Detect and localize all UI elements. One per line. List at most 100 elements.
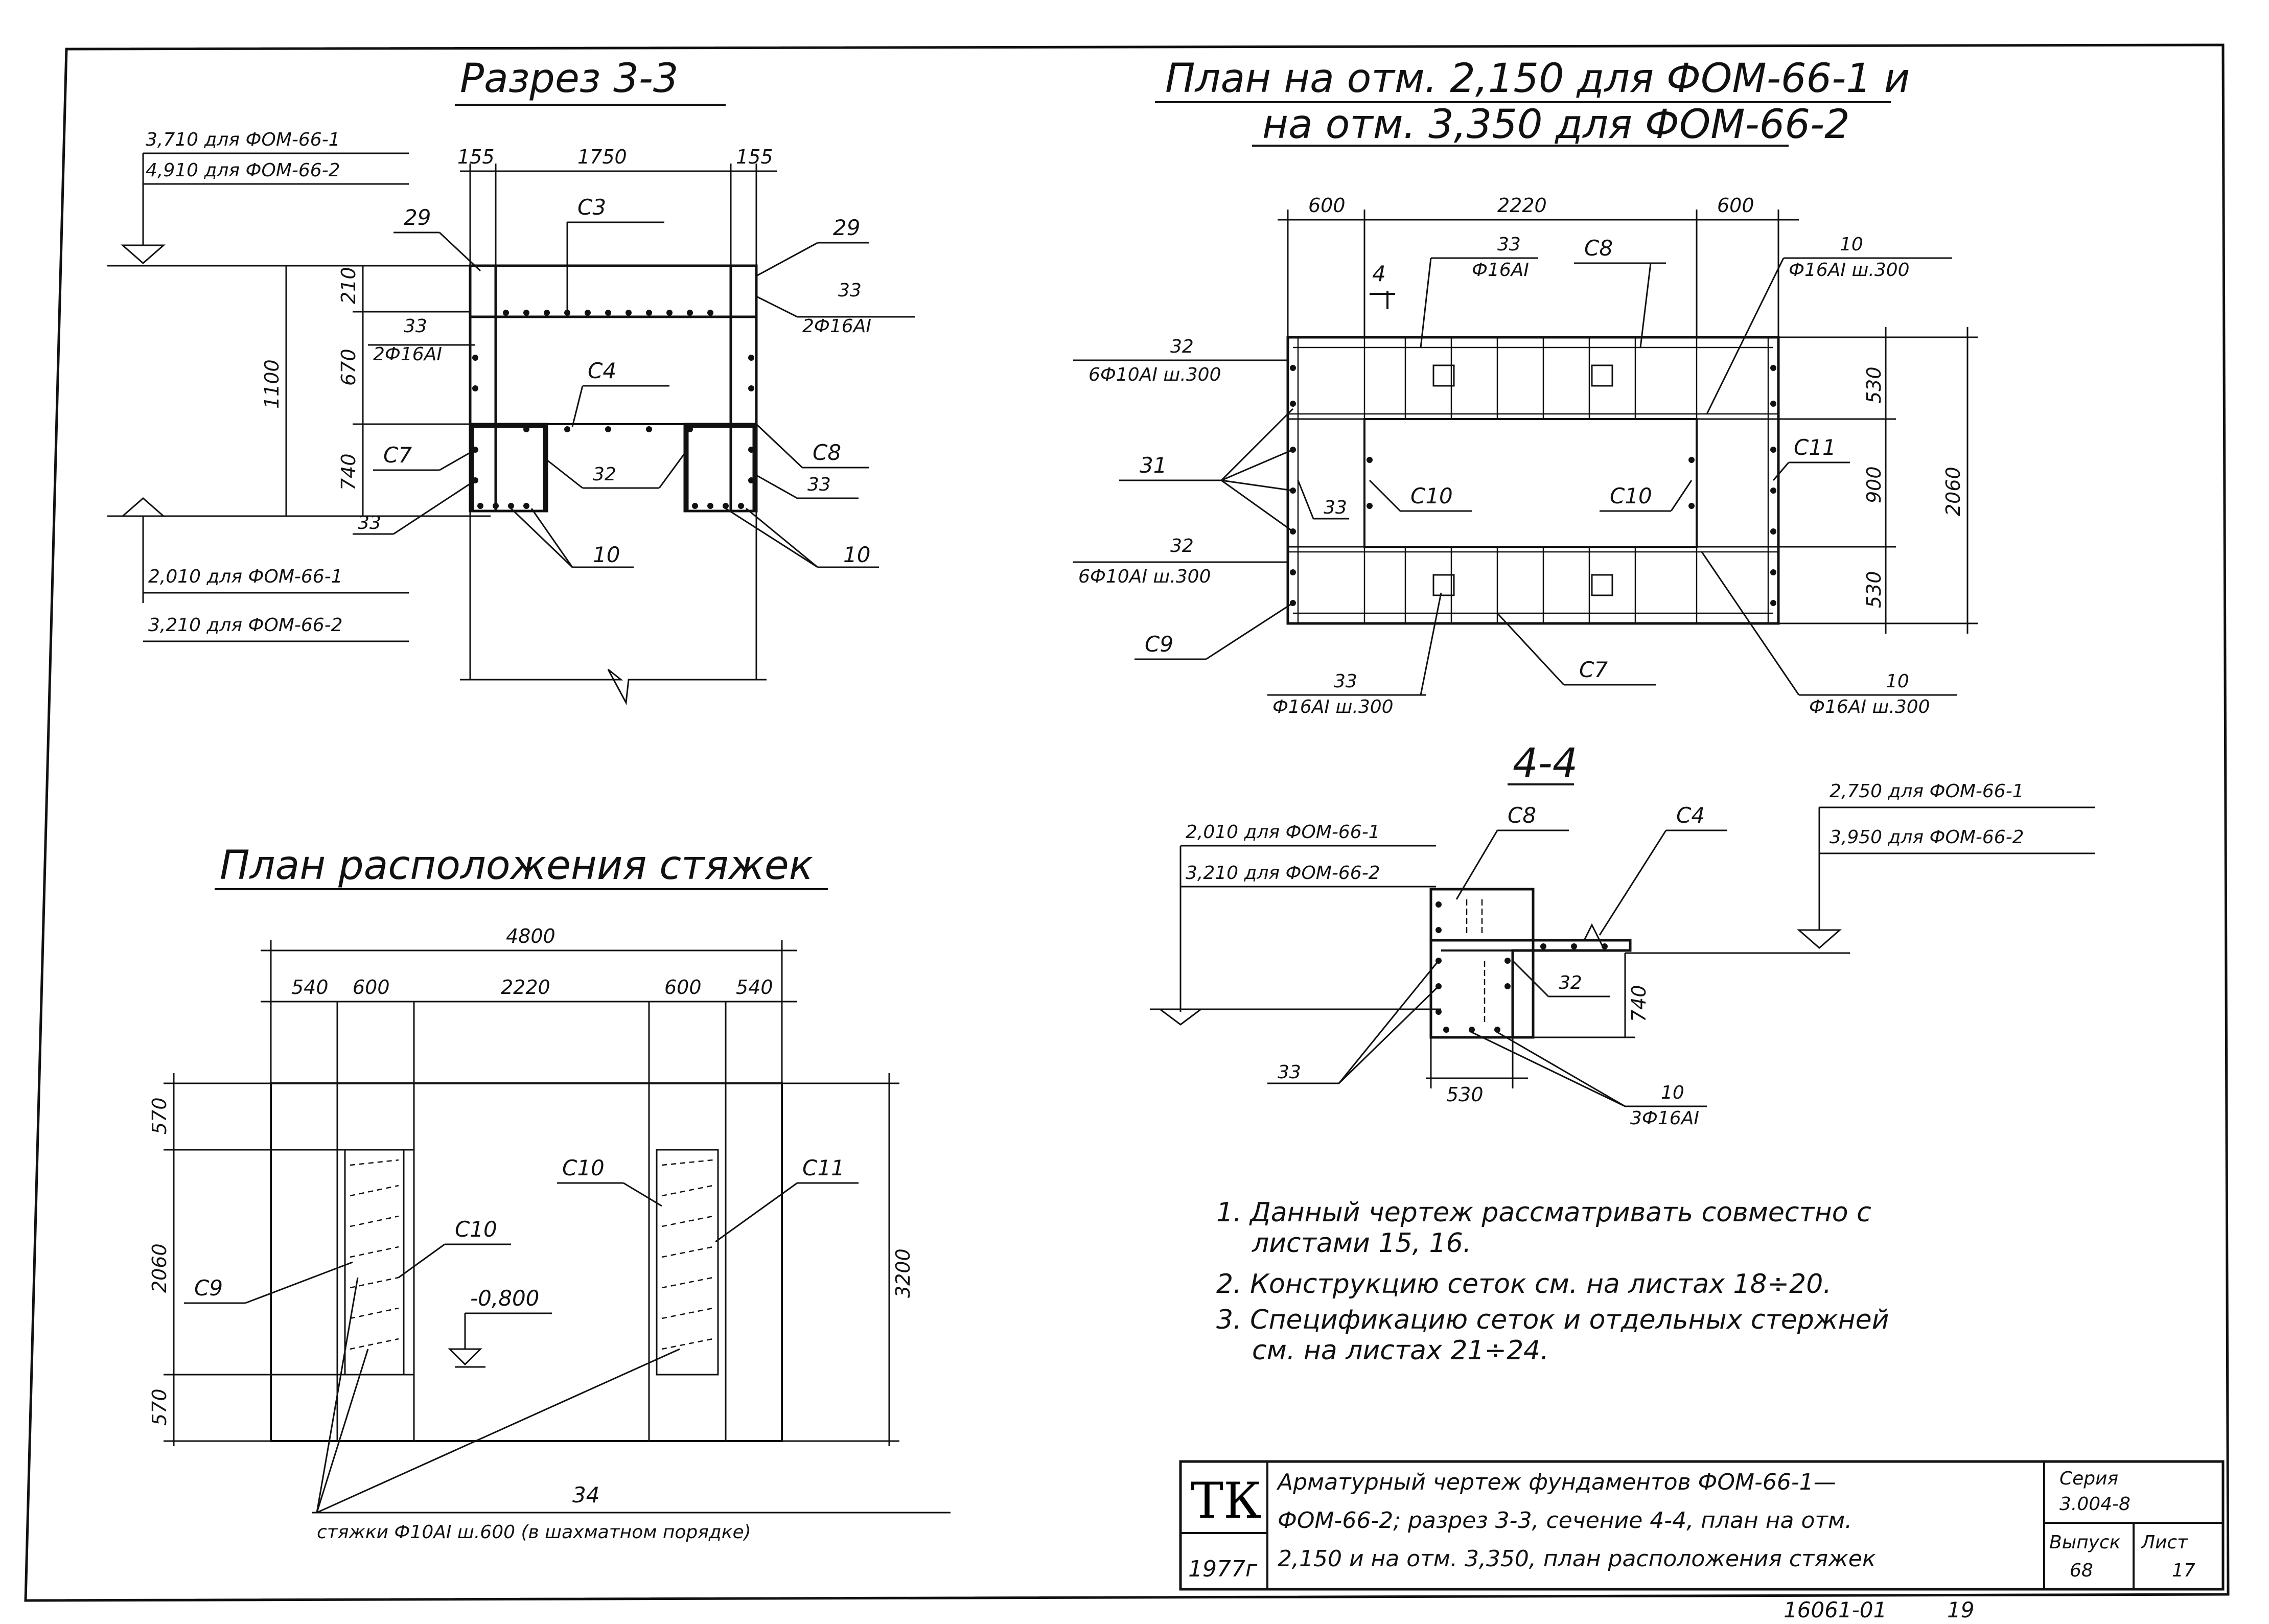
footer-page: 19 [1947, 1597, 1974, 1622]
ties-label-34: 34 [572, 1482, 599, 1507]
s44-dim-530: 530 [1446, 1083, 1484, 1106]
ties-label-c10-left: С10 [455, 1217, 497, 1242]
plan-view: План на отм. 2,150 для ФОМ-66-1 и на отм… [1073, 56, 1978, 717]
s44-label-c4: С4 [1676, 803, 1705, 828]
plan-label-32-bot: 32 [1170, 536, 1194, 556]
s44-bar-10: 3Ф16АI [1630, 1108, 1699, 1129]
ties-dim-570-top: 570 [148, 1097, 171, 1134]
plan-label-10-top: 10 [1840, 234, 1863, 255]
note-2: 2. Конструкцию сеток см. на листах 18÷20… [1216, 1269, 1832, 1300]
elev-bot-2: 3,210 для ФОМ-66-2 [148, 615, 343, 636]
tb-org: ТК [1191, 1472, 1261, 1529]
plan-label-10-bot: 10 [1886, 671, 1909, 692]
plan-label-32-top: 32 [1170, 336, 1194, 357]
plan-bar-32-top: 6Ф10АI ш.300 [1089, 364, 1221, 385]
plan-label-c8: С8 [1584, 236, 1613, 261]
plan-bar-33-top: Ф16АI [1472, 260, 1529, 281]
tb-desc-3: 2,150 и на отм. 3,350, план расположения… [1278, 1546, 1876, 1572]
s44-elev-left-1: 2,010 для ФОМ-66-1 [1186, 822, 1380, 843]
label-33-d: 33 [358, 513, 381, 533]
ties-dim-2220: 2220 [501, 976, 550, 999]
s44-label-10: 10 [1661, 1082, 1684, 1103]
tb-issue-label: Выпуск [2049, 1532, 2121, 1553]
plan-title-line2: на отм. 3,350 для ФОМ-66-2 [1262, 102, 1850, 148]
elev-top-2: 4,910 для ФОМ-66-2 [146, 160, 340, 181]
s44-elev-right-2: 3,950 для ФОМ-66-2 [1830, 827, 2024, 848]
s44-elev-left-2: 3,210 для ФОМ-66-2 [1186, 863, 1380, 884]
note-1a: 1. Данный чертеж рассматривать совместно… [1216, 1197, 1871, 1228]
plan-dim-600-right: 600 [1717, 194, 1754, 217]
label-10-right: 10 [843, 542, 870, 567]
label-10-left: 10 [593, 542, 620, 567]
dim-670: 670 [337, 349, 360, 386]
s44-label-32: 32 [1559, 972, 1582, 993]
label-32: 32 [593, 464, 616, 485]
note-3a: 3. Спецификацию сеток и отдельных стержн… [1216, 1305, 1889, 1335]
note-3b: см. на листах 21÷24. [1252, 1335, 1549, 1366]
label-33-left: 33 [404, 316, 427, 337]
plan-label-c10-left: С10 [1410, 483, 1453, 508]
label-c3: С3 [577, 195, 606, 220]
dim-1100: 1100 [261, 359, 283, 409]
plan-label-c10-right: С10 [1610, 483, 1652, 508]
tb-year: 1977г [1188, 1556, 1258, 1582]
label-33-right: 33 [838, 280, 862, 301]
ties-dim-570-bot: 570 [148, 1388, 171, 1426]
notes: 1. Данный чертеж рассматривать совместно… [1216, 1197, 1889, 1366]
plan-dim-530-top: 530 [1863, 366, 1885, 404]
plan-label-33-top: 33 [1497, 234, 1521, 255]
ties-dim-600-right: 600 [664, 976, 702, 999]
s44-elev-right-1: 2,750 для ФОМ-66-1 [1830, 781, 2024, 802]
ties-title: План расположения стяжек [220, 843, 813, 889]
ties-label-elev: -0,800 [470, 1286, 539, 1311]
tb-desc-1: Арматурный чертеж фундаментов ФОМ-66-1— [1276, 1469, 1836, 1495]
dim-740: 740 [337, 453, 360, 491]
sheet-frame [24, 43, 2230, 1602]
section-4-4-title: 4-4 [1513, 740, 1578, 786]
tb-sheet: 17 [2172, 1560, 2195, 1581]
label-c7: С7 [383, 443, 412, 468]
elev-bot-1: 2,010 для ФОМ-66-1 [148, 566, 343, 587]
s44-label-c8: С8 [1508, 803, 1536, 828]
plan-label-33-mid: 33 [1324, 497, 1347, 518]
section-3-3: Разрез 3-3 3,710 для ФОМ-66-1 4,910 для … [107, 56, 915, 705]
plan-bar-32-bot: 6Ф10АI ш.300 [1078, 566, 1211, 587]
ties-dim-600-left: 600 [353, 976, 390, 999]
dim-155-right: 155 [736, 146, 773, 168]
note-1b: листами 15, 16. [1252, 1228, 1471, 1259]
plan-dim-900: 900 [1863, 466, 1885, 503]
plan-label-c9: С9 [1145, 632, 1173, 657]
plan-label-31: 31 [1140, 453, 1167, 478]
plan-label-c7: С7 [1579, 657, 1608, 682]
s44-dim-740: 740 [1628, 985, 1650, 1022]
tb-series: 3.004-8 [2059, 1494, 2131, 1515]
ties-dim-540-left: 540 [291, 976, 329, 999]
tb-sheet-label: Лист [2140, 1532, 2188, 1553]
bar-33-right: 2Ф16АI [802, 316, 871, 337]
ties-plan: План расположения стяжек 4800 540 600 22… [148, 843, 951, 1543]
bar-33-left: 2Ф16АI [373, 344, 442, 365]
plan-bar-10-bot: Ф16АI ш.300 [1809, 697, 1930, 717]
plan-dim-2220: 2220 [1497, 194, 1547, 217]
plan-bar-10-top: Ф16АI ш.300 [1789, 260, 1910, 281]
plan-bar-33-bot: Ф16АI ш.300 [1272, 697, 1394, 717]
elev-top-1: 3,710 для ФОМ-66-1 [146, 129, 340, 150]
plan-dim-600-left: 600 [1308, 194, 1346, 217]
ties-note: стяжки Ф10АI ш.600 (в шахматном порядке) [317, 1522, 751, 1543]
plan-title-line1: План на отм. 2,150 для ФОМ-66-1 и [1165, 56, 1910, 102]
plan-label-cut4: 4 [1372, 261, 1386, 286]
label-c8: С8 [813, 440, 841, 465]
plan-dim-2060: 2060 [1942, 467, 1964, 516]
label-33-c: 33 [807, 474, 831, 495]
tb-issue: 68 [2070, 1560, 2093, 1581]
ties-label-c9: С9 [194, 1275, 223, 1301]
s44-label-33: 33 [1278, 1062, 1301, 1083]
plan-label-c11: С11 [1794, 435, 1836, 460]
label-29-right: 29 [833, 215, 860, 240]
ties-dim-3200: 3200 [892, 1248, 914, 1298]
section-4-4: 4-4 2,010 для ФОМ-66-1 3,210 для ФОМ-66-… [1150, 740, 2095, 1129]
tb-desc-2: ФОМ-66-2; разрез 3-3, сечение 4-4, план … [1278, 1507, 1852, 1534]
ties-dim-540-right: 540 [736, 976, 773, 999]
plan-dim-530-bot: 530 [1863, 571, 1885, 608]
